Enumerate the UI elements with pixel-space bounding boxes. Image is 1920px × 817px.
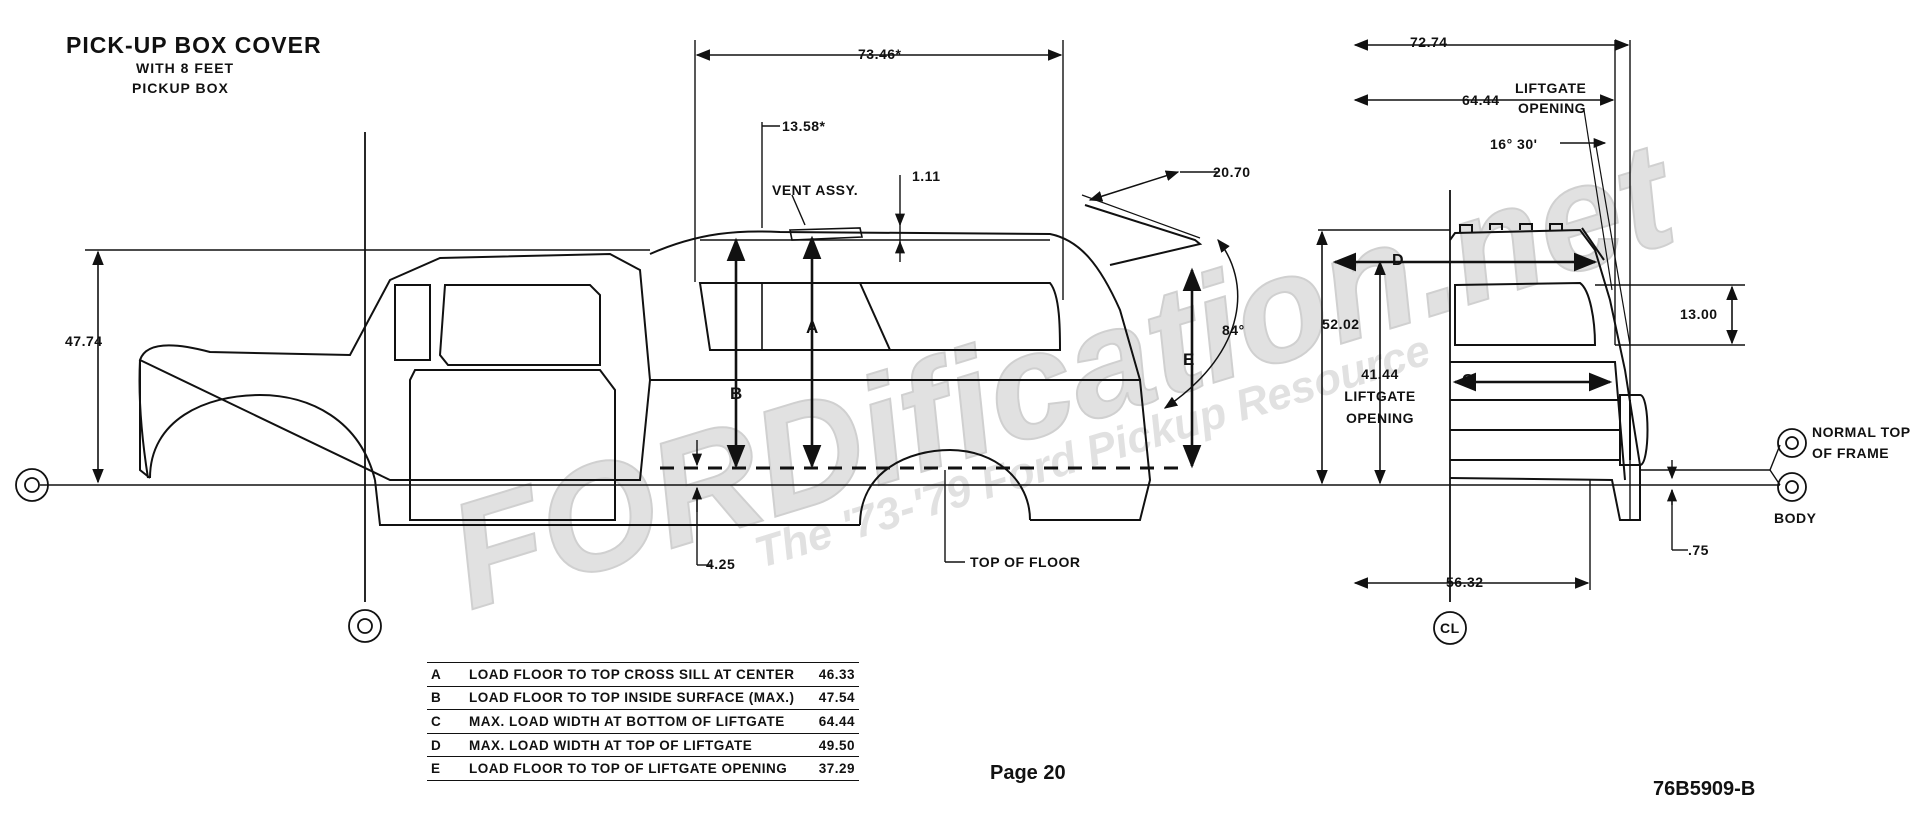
body-label: BODY [1774, 510, 1817, 526]
legend-desc: MAX. LOAD WIDTH AT TOP OF LIFTGATE [469, 733, 805, 758]
legend-value: 47.54 [805, 686, 859, 711]
label-a: A [806, 318, 819, 337]
dim-13-58-label: 13.58* [782, 118, 826, 134]
legend-value: 64.44 [805, 709, 859, 734]
liftgate-41-label-2: OPENING [1345, 410, 1415, 426]
legend-value: 49.50 [805, 733, 859, 758]
angle-16-30-label: 16° 30' [1490, 136, 1538, 152]
legend-key: C [427, 709, 469, 734]
drawing-title: PICK-UP BOX COVER [66, 32, 322, 58]
label-e: E [1183, 350, 1195, 369]
truck-rear-view [1449, 223, 1649, 521]
dim-1-11-label: 1.11 [912, 168, 941, 184]
liftgate-opening-label-1: LIFTGATE [1515, 80, 1587, 96]
liftgate-opening-label-2: OPENING [1518, 100, 1587, 116]
normal-top-label-1: NORMAL TOP [1812, 424, 1911, 440]
dim-41-44-label: 41.44 [1361, 366, 1399, 382]
label-c: C [1462, 372, 1475, 389]
frame-circle-symbol [1777, 428, 1807, 458]
legend-key: A [427, 662, 469, 687]
label-b: B [730, 384, 743, 403]
drawing-subtitle-2: PICKUP BOX [132, 80, 229, 96]
angle-84-label: 84° [1222, 322, 1245, 338]
vent-assy-label: VENT ASSY. [772, 182, 859, 198]
dim-64-44-label: 64.44 [1462, 92, 1500, 108]
dim-56-32-label: 56.32 [1446, 574, 1484, 590]
label-d: D [1392, 252, 1405, 269]
legend-value: 37.29 [805, 756, 859, 781]
dim-75-label: .75 [1688, 542, 1709, 558]
drawing-number: 76B5909-B [1653, 778, 1756, 800]
legend-desc: MAX. LOAD WIDTH AT BOTTOM OF LIFTGATE [469, 709, 805, 734]
legend-value: 46.33 [805, 662, 859, 687]
centerline-label: CL [1440, 620, 1460, 636]
angle-84-arc [1163, 238, 1239, 409]
dim-4-25-label: 4.25 [706, 556, 736, 572]
dim-73-46-label: 73.46* [858, 46, 902, 62]
page-number: Page 20 [990, 762, 1066, 784]
body-circle-symbol [1777, 472, 1807, 502]
legend-desc: LOAD FLOOR TO TOP OF LIFTGATE OPENING [469, 756, 805, 781]
legend-key: D [427, 733, 469, 758]
truck-side-view [138, 194, 1203, 526]
dim-13-00-label: 13.00 [1680, 306, 1718, 322]
centerline-symbol [1433, 611, 1467, 645]
dim-72-74-label: 72.74 [1410, 34, 1448, 50]
liftgate-41-label-1: LIFTGATE [1344, 388, 1416, 404]
top-of-floor-label: TOP OF FLOOR [970, 554, 1081, 570]
drawing-subtitle-1: WITH 8 FEET [136, 60, 235, 76]
legend-desc: LOAD FLOOR TO TOP CROSS SILL AT CENTER [469, 662, 805, 687]
legend-key: E [427, 756, 469, 781]
dim-47-74-label: 47.74 [65, 333, 103, 349]
dim-20-70-label: 20.70 [1213, 164, 1251, 180]
normal-top-label-2: OF FRAME [1812, 445, 1890, 461]
legend-key: B [427, 686, 469, 711]
dim-52-02-label: 52.02 [1322, 316, 1360, 332]
legend-desc: LOAD FLOOR TO TOP INSIDE SURFACE (MAX.) [469, 686, 805, 711]
